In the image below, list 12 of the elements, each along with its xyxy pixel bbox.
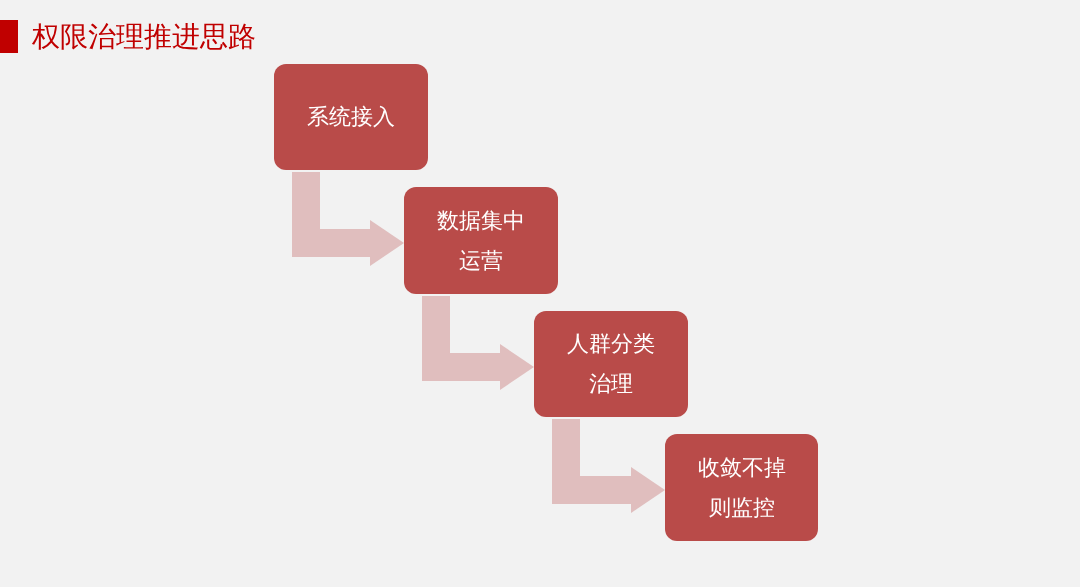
process-box: [404, 187, 558, 294]
bent-arrow: [422, 296, 534, 390]
bent-arrow: [292, 172, 404, 266]
process-box: [274, 64, 428, 170]
process-box: [665, 434, 818, 541]
step-text: 收敛不掉则监控: [696, 453, 787, 522]
step-text: 系统接入: [306, 103, 396, 131]
process-box: [534, 311, 688, 417]
step-text: 人群分类治理: [566, 330, 656, 398]
title: 权限治理推进思路: [32, 19, 256, 55]
bent-arrow: [552, 419, 665, 513]
step-text: 数据集中运营: [436, 206, 526, 275]
